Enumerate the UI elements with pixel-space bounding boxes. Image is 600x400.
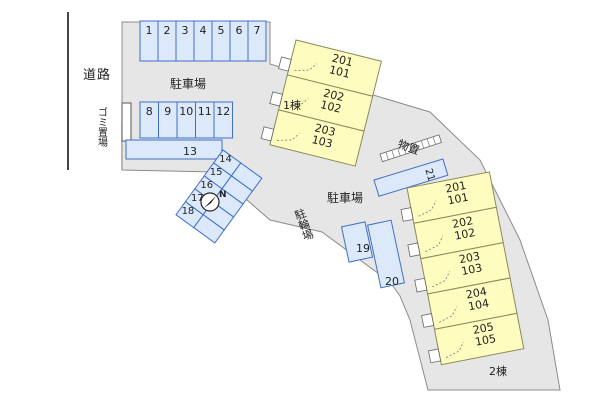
parking-space-20-label: 20 <box>385 275 399 288</box>
storage-rack-slot <box>409 144 413 153</box>
parking-space-3-label: 3 <box>182 24 189 37</box>
parking-space-7 <box>247 20 267 62</box>
building-2-balcony-204 <box>421 313 435 328</box>
building-2-stair-205 <box>445 341 464 359</box>
building-1-unit-upper-label: 202 <box>322 86 346 104</box>
building-1-unit-lower-label: 101 <box>328 63 352 81</box>
building-2-unit-upper-label: 204 <box>465 285 488 302</box>
building-2-stair-204 <box>439 306 457 323</box>
storage-rack-slot <box>426 138 430 147</box>
parking-label-middle: 駐車場 <box>327 190 363 205</box>
parking-space-18-tail <box>193 214 225 244</box>
building-1-stair-202 <box>285 98 309 106</box>
building-2-unit-upper-label: 201 <box>444 179 467 196</box>
storage-rack-slot <box>391 150 395 158</box>
parking-diagonal-row: 14 15 16 17 18 <box>175 149 263 244</box>
parking-space-1-label: 1 <box>146 24 153 37</box>
building-1-stair-201 <box>294 63 318 71</box>
building-2-stair-203 <box>432 271 451 288</box>
parking-space-4-label: 4 <box>200 24 207 37</box>
building-2-stair-202 <box>425 235 444 252</box>
building-2-unit-upper-label: 205 <box>472 320 495 337</box>
building-2-label: 2棟 <box>489 364 507 378</box>
storage-rack-slot <box>415 142 419 151</box>
building-2-unit-upper-label: 202 <box>451 214 474 231</box>
building-2-balcony-201 <box>400 207 414 222</box>
building-1-unit-upper-label: 203 <box>313 121 337 139</box>
parking-space-21: 21 <box>373 158 449 197</box>
building-1-unit-lower-label: 103 <box>310 133 334 151</box>
building-1-stair-203 <box>277 133 300 141</box>
compass-icon: N <box>200 190 227 212</box>
building-2-unit-lower-label: 104 <box>467 297 490 314</box>
building-2-unit-upper-label: 203 <box>458 249 481 266</box>
building-2-balcony-203 <box>414 277 428 293</box>
parking-space-12-label: 12 <box>216 105 230 118</box>
parking-space-11-label: 11 <box>198 105 212 118</box>
parking-space-9-label: 9 <box>164 105 171 118</box>
parking-space-13-label: 13 <box>183 145 197 158</box>
parking-space-6-label: 6 <box>236 24 243 37</box>
building-2-balcony-202 <box>407 242 421 258</box>
parking-space-7-label: 7 <box>254 24 261 37</box>
building-1-unit-203 <box>269 109 365 167</box>
building-1-label: 1棟 <box>283 98 301 112</box>
storage-rack-slot <box>420 140 425 149</box>
parking-space-16-label: 16 <box>200 180 213 191</box>
building-1-balcony-201 <box>278 56 292 72</box>
garbage-area-box <box>121 102 132 142</box>
parking-space-5-label: 5 <box>218 24 225 37</box>
building-2-unit-lower-label: 101 <box>446 191 469 208</box>
building-2-unit-lower-label: 105 <box>474 332 497 349</box>
parking-space-19-label: 19 <box>356 242 370 255</box>
building-2-unit-lower-label: 103 <box>460 261 483 278</box>
building-2-stair-201 <box>418 200 437 217</box>
building-1-balcony-202 <box>269 91 283 107</box>
building-1-balcony-203 <box>260 126 275 142</box>
garbage-area-label: ゴミ置場 <box>96 106 108 148</box>
storage-rack-slot <box>397 148 401 156</box>
storage-rack-slot <box>385 151 389 160</box>
parking-label-upper: 駐車場 <box>170 76 206 91</box>
parking-space-20 <box>367 219 405 289</box>
parking-space-12 <box>213 101 233 139</box>
road-label: 道路 <box>83 67 111 83</box>
building-2-unit-lower-label: 102 <box>453 226 476 243</box>
storage-rack-slot <box>403 146 407 155</box>
building-2-balcony-205 <box>428 348 442 364</box>
compass-n-label: N <box>219 190 227 200</box>
storage-rack-slot <box>432 136 436 145</box>
parking-space-19 <box>340 221 374 263</box>
parking-space-14-label: 14 <box>219 154 232 165</box>
parking-space-21-label: 21 <box>422 167 436 182</box>
parking-space-13 <box>125 139 223 160</box>
building-1-unit-upper-label: 201 <box>331 51 355 69</box>
parking-space-17-label: 17 <box>191 193 204 204</box>
parking-space-18-label: 18 <box>182 206 195 217</box>
parking-space-15-label: 15 <box>210 167 223 178</box>
parking-space-10-label: 10 <box>179 105 193 118</box>
storage-rack <box>379 134 442 163</box>
parking-space-8-label: 8 <box>146 105 153 118</box>
building-1-unit-lower-label: 102 <box>319 98 343 116</box>
parking-space-2-label: 2 <box>164 24 171 37</box>
